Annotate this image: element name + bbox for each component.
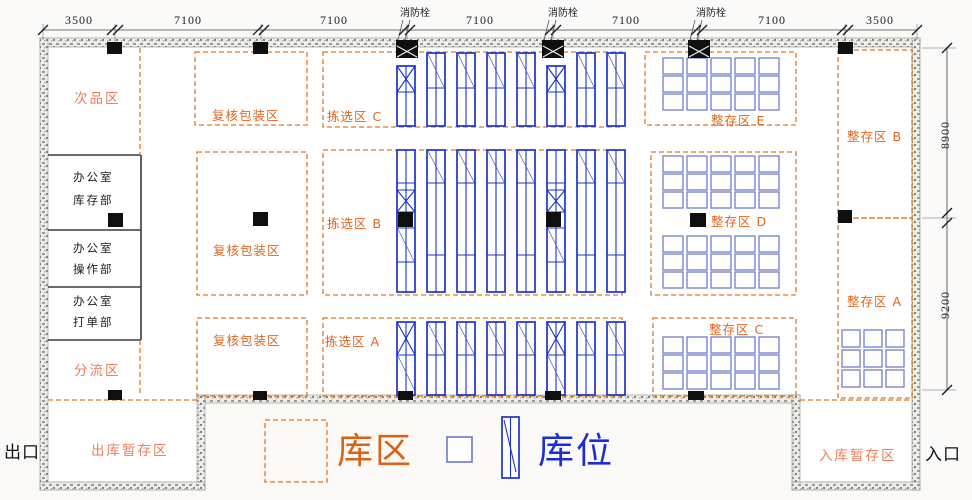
zone-defective-label: 次品区: [74, 91, 121, 107]
exit-label: 出口: [4, 443, 40, 463]
fire-hydrant-label: 消防栓: [400, 8, 430, 19]
zone-packing-bottom-label: 复核包装区: [213, 333, 281, 348]
office-billing-line1: 办公室: [73, 294, 114, 308]
top-dimension-label: 7100: [320, 13, 348, 27]
zone-picking-c-label: 拣选区 C: [327, 109, 383, 124]
right-dimension-upper: 8900: [938, 121, 952, 149]
office-operations-line1: 办公室: [73, 241, 114, 255]
office-billing-line2: 打单部: [73, 315, 114, 329]
zone-packing-mid-label: 复核包装区: [213, 243, 281, 258]
fire-hydrant-label: 消防栓: [696, 8, 726, 19]
right-dimension-lower: 9200: [938, 291, 952, 319]
office-inventory-line2: 库存部: [73, 193, 114, 207]
office-inventory-line1: 办公室: [73, 170, 114, 184]
office-operations-line2: 操作部: [73, 262, 114, 276]
legend-zone-label: 库区: [337, 431, 414, 472]
zone-storage-d-label: 整存区 D: [711, 214, 768, 229]
top-dimension-label: 7100: [758, 13, 786, 27]
fire-hydrant-label: 消防栓: [548, 8, 578, 19]
zone-picking-a-label: 拣选区 A: [325, 334, 381, 349]
top-dimension-label: 7100: [174, 13, 202, 27]
zone-storage-c-label: 整存区 C: [709, 322, 765, 337]
top-dimension-label: 7100: [466, 13, 494, 27]
zone-storage-a-label: 整存区 A: [847, 294, 903, 309]
zone-packing-top-label: 复核包装区: [212, 108, 280, 123]
zone-inbound-label: 入库暂存区: [819, 448, 897, 464]
zone-outbound-label: 出库暂存区: [91, 443, 169, 459]
top-dimension-label: 3500: [866, 13, 894, 27]
top-dimension-label: 7100: [612, 13, 640, 27]
zone-storage-b-label: 整存区 B: [847, 129, 903, 144]
entrance-label: 入口: [925, 445, 961, 465]
zone-storage-e-label: 整存区 E: [711, 113, 766, 128]
zone-sorting-label: 分流区: [74, 363, 121, 379]
legend-slot-label: 库位: [538, 431, 615, 472]
zone-picking-b-label: 拣选区 B: [327, 216, 383, 231]
top-dimension-label: 3500: [65, 13, 93, 27]
